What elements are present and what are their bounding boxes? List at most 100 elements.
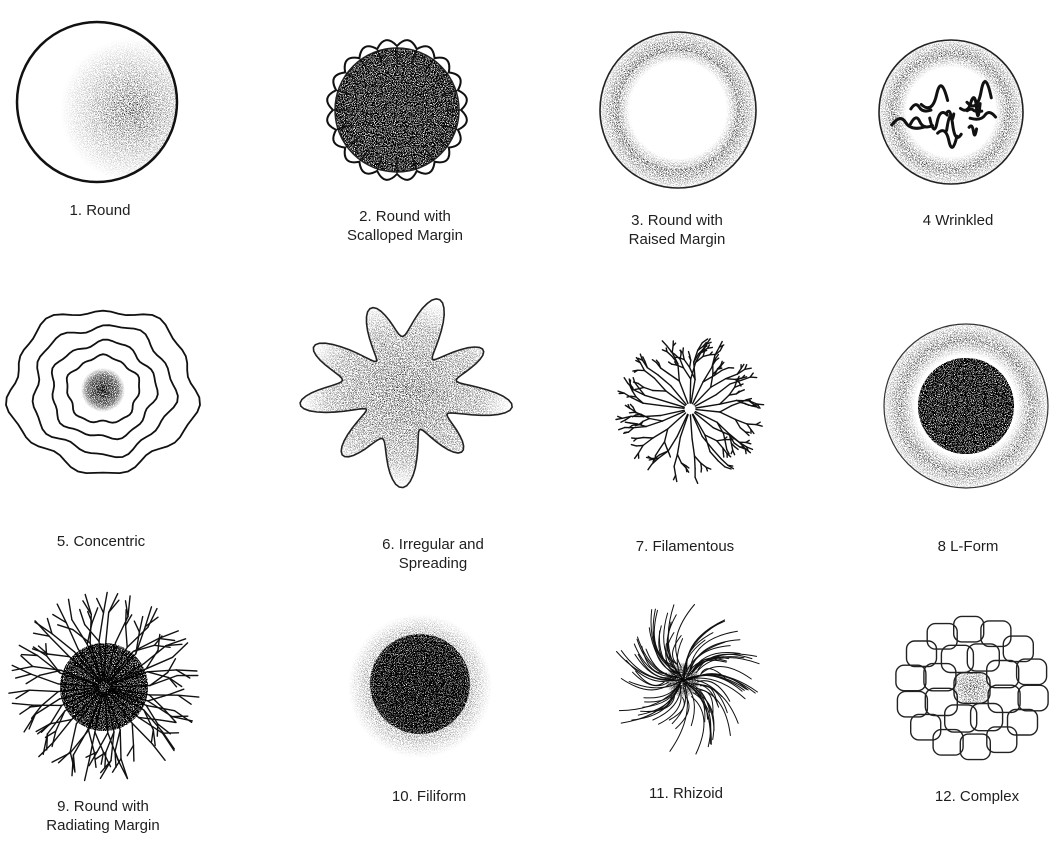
radiating-filament xyxy=(97,599,104,613)
radiating-filament xyxy=(85,625,99,642)
caption-line: Radiating Margin xyxy=(0,816,218,835)
filament-branch xyxy=(726,379,736,380)
caption-8: 8 L-Form xyxy=(853,537,1057,556)
radiating-filament xyxy=(159,638,175,640)
caption-line: Raised Margin xyxy=(562,230,792,249)
filament-branch xyxy=(718,368,722,369)
caption-6: 6. Irregular and Spreading xyxy=(318,535,548,573)
filament-branch xyxy=(661,368,669,374)
filament-branch xyxy=(746,440,749,442)
filament-branch xyxy=(696,404,720,408)
radiating-filament xyxy=(127,745,133,755)
radiating-filament xyxy=(80,610,85,625)
filament-branch xyxy=(750,373,753,377)
scalloped-colony-icon xyxy=(327,40,467,180)
filament-branch xyxy=(674,454,677,466)
filament-branch xyxy=(637,438,644,439)
caption-2: 2. Round with Scalloped Margin xyxy=(290,207,520,245)
complex-cell xyxy=(988,685,1020,712)
filament-branch xyxy=(627,396,631,397)
filament-branch xyxy=(668,436,677,451)
filament-branch xyxy=(717,441,723,448)
radiating-filament xyxy=(58,625,73,630)
filament-branch xyxy=(655,456,656,461)
filament-branch xyxy=(747,424,756,425)
caption-line: Spreading xyxy=(318,554,548,573)
filament-branch xyxy=(666,348,667,352)
filament-branch xyxy=(745,449,746,454)
filament-branch xyxy=(716,384,730,395)
caption-11: 11. Rhizoid xyxy=(571,784,801,803)
radiating-filament xyxy=(113,759,122,772)
complex-cell xyxy=(1018,685,1048,711)
filament-branch xyxy=(638,446,643,454)
caption-line: 2. Round with xyxy=(290,207,520,226)
radiating-filament xyxy=(163,733,174,750)
complex-cell xyxy=(1017,659,1047,685)
l-form-colony-icon xyxy=(884,324,1048,488)
filament-branch xyxy=(653,391,666,392)
filament-branch xyxy=(720,406,732,412)
filament-branch xyxy=(643,438,653,446)
complex-cell xyxy=(981,621,1011,647)
complex-cell xyxy=(954,616,984,642)
complex-colony-icon xyxy=(896,616,1048,759)
caption-7: 7. Filamentous xyxy=(570,537,800,556)
radiating-filament xyxy=(21,656,33,667)
radiating-filament xyxy=(73,730,87,755)
filament-branch xyxy=(692,439,694,456)
radiating-filament xyxy=(22,655,38,656)
filament-branch xyxy=(684,368,691,379)
complex-cell xyxy=(924,664,956,691)
filiform-colony-icon xyxy=(348,614,492,758)
complex-cell xyxy=(1008,710,1038,736)
wrinkled-colony-icon xyxy=(879,40,1023,184)
caption-line: 6. Irregular and xyxy=(318,535,548,554)
filament-branch xyxy=(641,421,643,424)
filament-branch xyxy=(756,422,760,424)
filament-branch xyxy=(669,454,670,458)
filament-branch xyxy=(674,466,676,475)
filament-branch xyxy=(634,382,639,383)
radiating-filament xyxy=(99,613,104,642)
caption-3: 3. Round with Raised Margin xyxy=(562,211,792,249)
filament-branch xyxy=(646,421,662,427)
radiating-filament xyxy=(176,670,197,671)
filament-branch xyxy=(722,368,728,370)
filament-branch xyxy=(690,415,692,439)
caption-5: 5. Concentric xyxy=(0,532,216,551)
filament-branch xyxy=(740,428,745,432)
filament-branch xyxy=(686,468,687,472)
rhizoid-strand xyxy=(676,605,695,667)
filament-branch xyxy=(643,403,660,405)
filament-branch xyxy=(701,463,702,468)
radiating-filament xyxy=(152,744,165,760)
filament-branch xyxy=(644,416,661,417)
caption-1: 1. Round xyxy=(0,201,215,220)
filament-branch xyxy=(665,442,668,449)
filament-branch xyxy=(648,464,652,469)
radiating-filament xyxy=(139,617,142,633)
rhizoid-colony-icon xyxy=(617,605,760,755)
filament-branch xyxy=(625,422,630,423)
filament-branch xyxy=(644,387,653,390)
radiating-filament xyxy=(92,608,98,623)
filament-branch xyxy=(635,425,639,426)
filament-branch xyxy=(677,454,681,463)
caption-line: 12. Complex xyxy=(862,787,1057,806)
filament-branch xyxy=(726,374,738,379)
filament-branch xyxy=(621,420,625,422)
filament-branch xyxy=(684,360,689,368)
radiating-filament xyxy=(104,592,108,612)
radiating-filament xyxy=(158,634,160,650)
filament-branch xyxy=(689,352,690,356)
radiating-filament xyxy=(31,674,58,684)
filament-branch xyxy=(645,395,662,400)
filament-branch xyxy=(720,412,736,420)
caption-line: 4 Wrinkled xyxy=(843,211,1057,230)
filament-branch xyxy=(624,378,628,383)
filament-branch xyxy=(650,419,663,422)
radiating-filament xyxy=(106,612,109,641)
radiating-filament xyxy=(132,723,133,745)
